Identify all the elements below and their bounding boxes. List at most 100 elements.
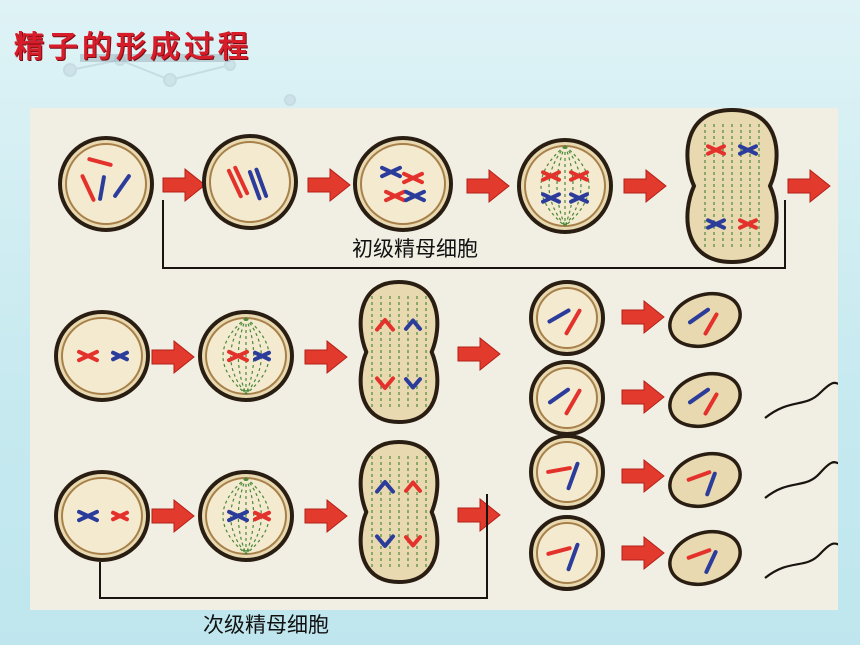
chromosome xyxy=(98,175,106,201)
chromatid xyxy=(254,167,269,198)
cell-inner-ring xyxy=(65,143,147,225)
chromatid xyxy=(404,189,426,203)
chromatid xyxy=(541,192,561,204)
sperm-head xyxy=(668,529,742,587)
chromosome xyxy=(566,461,580,491)
spindle-fiber xyxy=(222,317,247,395)
chromosome-x xyxy=(541,192,561,204)
cell-inner-ring xyxy=(536,522,598,584)
process-arrow xyxy=(151,339,195,375)
chromatid xyxy=(111,350,129,362)
chromosome-x xyxy=(253,510,271,522)
chromosome-x xyxy=(569,170,589,182)
chromatid xyxy=(569,192,589,204)
cell-inner-ring xyxy=(61,477,143,555)
chromosome-v xyxy=(404,318,422,331)
chromosome-x xyxy=(111,350,129,362)
haploid-cell xyxy=(529,434,605,510)
spindle-fiber xyxy=(222,477,247,555)
chromatid xyxy=(226,168,243,199)
cell-secondary-b-anaphase xyxy=(358,439,440,585)
cell-inner-ring xyxy=(61,317,143,395)
chromosome-v xyxy=(404,377,422,390)
chromosome-x xyxy=(706,218,726,230)
chromosome xyxy=(703,392,719,416)
chromatid xyxy=(706,144,726,156)
cell-inner-ring xyxy=(536,441,598,503)
chromosome-v xyxy=(375,480,395,494)
process-arrow xyxy=(457,497,501,533)
process-arrow xyxy=(621,458,665,494)
chromosome-x xyxy=(402,171,424,185)
chromatid xyxy=(384,189,406,203)
chromatid xyxy=(253,350,271,362)
chromatid xyxy=(706,218,726,230)
chromosome-x xyxy=(738,218,758,230)
chromatid xyxy=(247,170,262,201)
chromosome-x xyxy=(738,144,758,156)
process-arrow xyxy=(457,336,501,372)
process-arrow xyxy=(787,168,831,204)
chromosome xyxy=(686,470,712,482)
spindle-fiber xyxy=(245,317,270,395)
chromosome-x xyxy=(111,510,129,522)
chromosome xyxy=(564,388,582,416)
chromosome-x xyxy=(77,509,99,523)
chromosome-x xyxy=(384,189,406,203)
cell-primary-interphase xyxy=(58,136,154,232)
chromosome xyxy=(687,387,711,405)
sperm-cell xyxy=(668,291,838,419)
spindle-fiber xyxy=(564,145,574,227)
chromosome-pair xyxy=(226,165,250,199)
chromatid xyxy=(253,510,271,522)
sperm-cell xyxy=(668,451,838,579)
chromatid xyxy=(227,509,249,523)
chromosome-x xyxy=(253,350,271,362)
chromosome-v xyxy=(404,480,422,493)
spindle-fiber xyxy=(245,477,270,555)
haploid-cell xyxy=(529,515,605,591)
sperm-head xyxy=(668,371,742,429)
chromatid xyxy=(227,349,249,363)
sperm-tail xyxy=(764,381,838,419)
chromosome xyxy=(703,312,719,336)
chromosome xyxy=(547,387,571,405)
chromosome xyxy=(547,308,571,324)
chromatid xyxy=(541,170,561,182)
process-arrow xyxy=(307,167,351,203)
spindle-fiber xyxy=(245,317,262,395)
chromosome xyxy=(686,548,712,560)
chromosome-v xyxy=(375,534,395,548)
chromatid xyxy=(233,165,250,196)
chromatid xyxy=(380,165,402,179)
chromosome-x xyxy=(227,349,249,363)
spindle-fiber xyxy=(564,145,582,227)
sperm-cell xyxy=(668,371,838,499)
process-arrow xyxy=(162,167,206,203)
cell-primary-anaphase-1 xyxy=(685,108,779,265)
chromosome xyxy=(546,546,572,556)
cell-inner-ring xyxy=(536,287,598,349)
haploid-cell xyxy=(529,360,605,436)
chromosome-x xyxy=(380,165,402,179)
chromosome-x xyxy=(541,170,561,182)
chromosome-x xyxy=(569,192,589,204)
decorative-molecule-graphic xyxy=(63,54,296,106)
cell-primary-tetrads xyxy=(353,136,453,232)
spindle-fiber xyxy=(230,317,247,395)
chromosome xyxy=(704,550,718,574)
process-arrow xyxy=(466,168,510,204)
chromatid xyxy=(402,171,424,185)
chromosome xyxy=(687,307,711,325)
process-arrow xyxy=(304,339,348,375)
cell-secondary-a-metaphase xyxy=(198,310,294,402)
chromosome xyxy=(566,542,580,572)
process-arrow xyxy=(623,168,667,204)
bracket-primary-spermatocyte xyxy=(162,200,786,269)
chromosome xyxy=(80,174,96,202)
sperm-head xyxy=(668,291,742,349)
chromatid xyxy=(111,510,129,522)
process-arrow xyxy=(621,535,665,571)
chromatid xyxy=(569,170,589,182)
sperm-head xyxy=(668,451,742,509)
